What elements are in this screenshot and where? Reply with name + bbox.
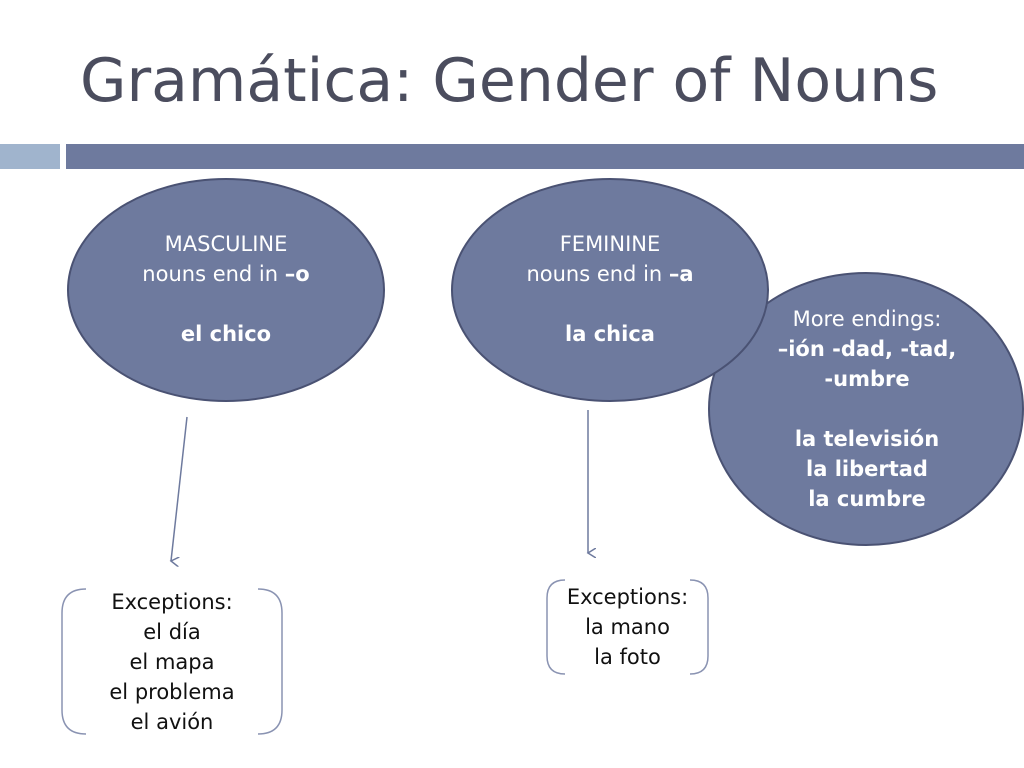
masculine-arrow (171, 416, 188, 561)
more-endings-example: la libertad (806, 457, 928, 481)
spacer (480, 289, 740, 319)
spacer (96, 289, 356, 319)
masculine-rule-ending: –o (284, 262, 310, 286)
masculine-exception-item: el problema (109, 680, 235, 704)
masculine-exceptions-right-bracket (257, 588, 283, 735)
more-endings-heading: More endings: (792, 307, 942, 331)
more-endings-ellipse (708, 272, 1024, 546)
masculine-exception-item: el mapa (129, 650, 215, 674)
feminine-rule-prefix: nouns end in (526, 262, 669, 286)
masculine-example: el chico (180, 322, 272, 346)
more-endings-list-line2: -umbre (824, 367, 910, 391)
feminine-exception-item: la mano (585, 615, 670, 639)
title-accent-bar-left (0, 144, 60, 169)
masculine-exception-item: el avión (130, 710, 214, 734)
spacer (732, 394, 1002, 424)
masculine-rule: nouns end in –o (96, 259, 356, 289)
masculine-exceptions: Exceptions: el día el mapa el problema e… (62, 587, 282, 737)
masculine-rule-prefix: nouns end in (142, 262, 285, 286)
title-accent-bar (66, 144, 1024, 169)
feminine-exception-item: la foto (594, 645, 661, 669)
masculine-heading: MASCULINE (164, 232, 288, 256)
feminine-example: la chica (565, 322, 655, 346)
more-endings-example: la cumbre (808, 487, 926, 511)
masculine-exceptions-left-bracket (61, 588, 87, 735)
feminine-exceptions-right-bracket (689, 579, 709, 675)
feminine-exceptions: Exceptions: la mano la foto (547, 582, 708, 672)
masculine-exceptions-heading: Exceptions: (111, 590, 233, 614)
masculine-exception-item: el día (143, 620, 201, 644)
more-endings-text: More endings: –ión -dad, -tad, -umbre la… (732, 304, 1002, 514)
masculine-text: MASCULINE nouns end in –o el chico (96, 229, 356, 349)
more-endings-list-line1: –ión -dad, -tad, (777, 337, 957, 361)
feminine-text: FEMININE nouns end in –a la chica (480, 229, 740, 349)
feminine-exceptions-heading: Exceptions: (566, 585, 689, 609)
feminine-rule-ending: –a (668, 262, 694, 286)
more-endings-example: la televisión (794, 427, 940, 451)
feminine-rule: nouns end in –a (480, 259, 740, 289)
slide-title: Gramática: Gender of Nouns (80, 46, 939, 116)
masculine-ellipse (67, 178, 385, 402)
feminine-ellipse (451, 178, 769, 402)
feminine-exceptions-left-bracket (546, 579, 566, 675)
feminine-heading: FEMININE (559, 232, 661, 256)
